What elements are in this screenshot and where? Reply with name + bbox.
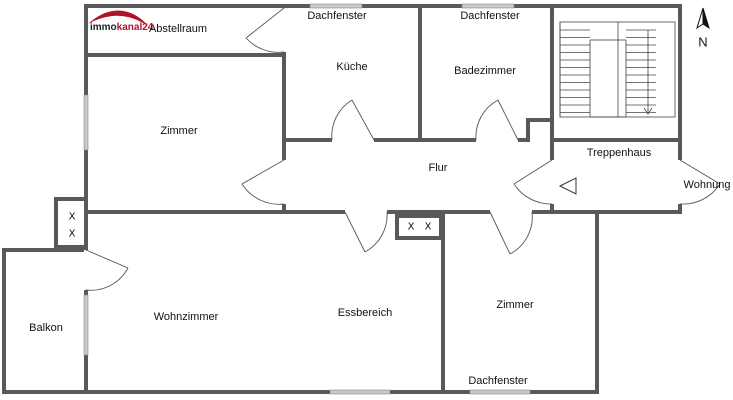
room-label-zimmer-rechts: Zimmer <box>496 299 534 311</box>
room-label-zimmer-links: Zimmer <box>160 125 198 137</box>
room-label-kueche: Küche <box>336 61 368 73</box>
chimney-mark: X <box>68 211 76 223</box>
room-label-badezimmer: Badezimmer <box>454 65 516 77</box>
window-label-kueche: Dachfenster <box>307 10 367 22</box>
staircase <box>559 21 676 118</box>
chimney-mark: X <box>424 221 432 233</box>
room-label-essbereich: Essbereich <box>337 307 393 319</box>
logo-text-dark: immo <box>90 22 117 33</box>
door-gaps <box>84 8 684 290</box>
logo-text-red: kanal24 <box>116 22 154 33</box>
room-label-wohnzimmer: Wohnzimmer <box>153 311 219 323</box>
room-label-abstellraum: Abstellraum <box>148 23 208 35</box>
room-label-balkon: Balkon <box>29 322 63 334</box>
window-label-unten: Dachfenster <box>468 375 528 387</box>
window-label-bad: Dachfenster <box>460 10 520 22</box>
windows <box>83 3 531 395</box>
compass-label: N <box>698 34 708 50</box>
door-swings <box>85 7 721 291</box>
stair-landing <box>589 39 627 118</box>
room-label-treppenhaus: Treppenhaus <box>586 147 652 159</box>
label-wohnung: Wohnung <box>683 179 731 191</box>
logo-swoosh <box>88 10 148 26</box>
chimney-mark: X <box>68 228 76 240</box>
entrance-triangle <box>558 177 577 195</box>
chimney-mark: X <box>407 221 415 233</box>
room-label-flur: Flur <box>428 162 448 174</box>
logo: immokanal24 <box>90 22 153 33</box>
compass-arrow <box>696 7 710 30</box>
